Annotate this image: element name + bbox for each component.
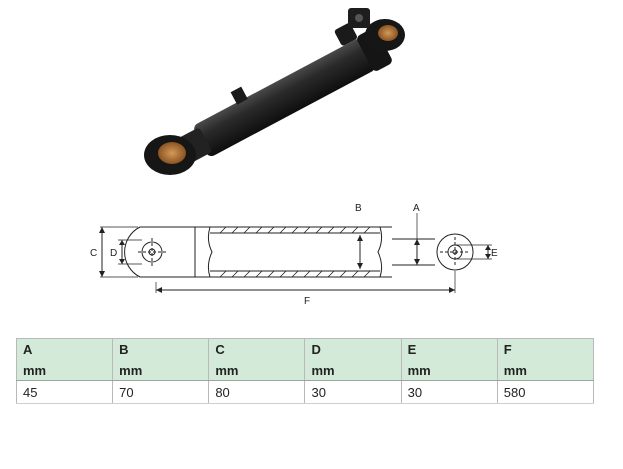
dim-label-a: A <box>413 203 420 214</box>
header-cell: B <box>112 338 209 360</box>
unit-cell: mm <box>15 360 113 381</box>
value-cell: 70 <box>112 380 209 404</box>
unit-cell: mm <box>304 360 402 381</box>
header-cell: A <box>15 338 113 360</box>
dimension-drawing: C D B A E F <box>90 203 498 307</box>
dim-label-d: D <box>110 248 117 259</box>
value-cell: 580 <box>496 380 595 404</box>
table-row: 45 70 80 30 30 580 <box>15 380 595 404</box>
dim-label-b: B <box>355 203 362 214</box>
unit-cell: mm <box>496 360 595 381</box>
table-header-row: A B C D E F <box>15 338 595 360</box>
value-cell: 30 <box>304 380 402 404</box>
value-cell: 45 <box>15 380 113 404</box>
unit-cell: mm <box>112 360 209 381</box>
dim-label-f: F <box>304 296 310 307</box>
value-cell: 80 <box>208 380 305 404</box>
hydraulic-cylinder-photo <box>144 8 405 175</box>
unit-cell: mm <box>400 360 498 381</box>
dim-label-e: E <box>491 248 498 259</box>
header-cell: C <box>208 338 305 360</box>
table-unit-row: mm mm mm mm mm mm <box>15 360 595 381</box>
header-cell: F <box>496 338 595 360</box>
header-cell: E <box>400 338 498 360</box>
value-cell: 30 <box>400 380 498 404</box>
header-cell: D <box>304 338 402 360</box>
specs-table: A B C D E F mm mm mm mm mm mm 45 70 80 3… <box>15 338 595 404</box>
unit-cell: mm <box>208 360 305 381</box>
dim-label-c: C <box>90 248 97 259</box>
